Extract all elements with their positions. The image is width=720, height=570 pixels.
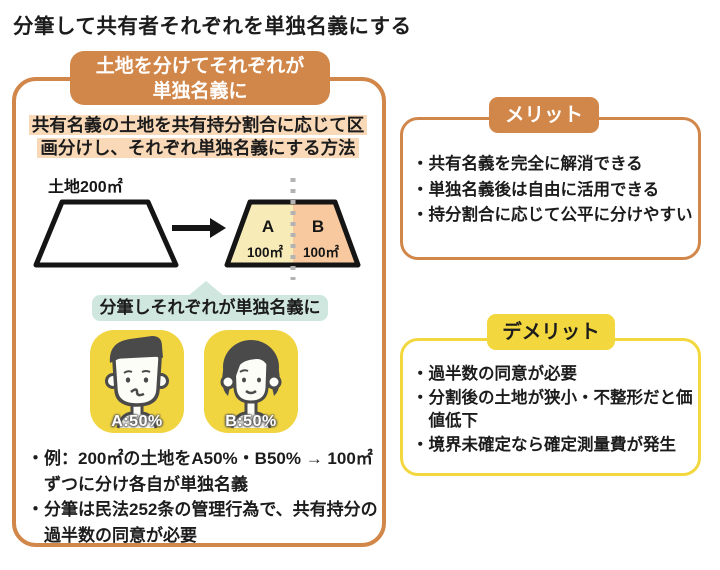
description-line1: 共有名義の土地を共有持分割合に応じて区 — [28, 115, 368, 135]
demerit-list: ・過半数の同意が必要 ・分割後の土地が狭小・不整形だと価値低下 ・境界未確定なら… — [412, 363, 698, 457]
owner-a-card: A:50% — [90, 330, 184, 433]
parcel-a-shape — [227, 202, 293, 265]
note-item: ・例：200㎡の土地をA50%・B50% → 100㎡ずつに分け各自が単独名義 — [27, 449, 373, 494]
land-split-diagram: 土地200㎡ A B 100㎡ 100㎡ — [33, 177, 361, 280]
method-box-header: 土地を分けてそれぞれが 単独名義に — [70, 51, 330, 105]
method-notes: ・例：200㎡の土地をA50%・B50% → 100㎡ずつに分け各自が単独名義 … — [27, 446, 379, 548]
demerit-item: ・境界未確定なら確定測量費が発生 — [412, 435, 676, 454]
parcel-a-name: A — [262, 217, 274, 236]
merit-box-header: メリット — [489, 97, 599, 133]
note-item: ・分筆は民法252条の管理行為で、共有持分の過半数の同意が必要 — [27, 500, 378, 545]
demerit-box-header: デメリット — [487, 314, 615, 350]
arrow-icon — [172, 218, 226, 238]
parcel-b-area: 100㎡ — [303, 244, 340, 260]
method-header-line2: 単独名義に — [152, 81, 248, 102]
woman-face-icon — [220, 340, 282, 429]
split-land-outline — [224, 199, 361, 268]
demerit-item: ・過半数の同意が必要 — [412, 365, 577, 383]
description-line2: 画分けし、それぞれ単独名義にする方法 — [37, 138, 359, 158]
owner-b-share-label: B:50% — [225, 413, 277, 430]
merit-item: ・共有名義を完全に解消できる — [412, 155, 643, 173]
callout-pointer — [188, 281, 224, 296]
merit-item: ・持分割合に応じて公平に分けやすい — [412, 206, 693, 224]
land-area-label: 土地200㎡ — [48, 177, 123, 196]
owner-a-share-label: A:50% — [111, 413, 163, 430]
merit-item: ・単独名義後は自由に活用できる — [412, 180, 660, 199]
whole-land-shape — [33, 199, 179, 268]
man-face-icon — [105, 336, 169, 429]
method-description: 共有名義の土地を共有持分割合に応じて区 画分けし、それぞれ単独名義にする方法 — [16, 114, 380, 160]
merit-list: ・共有名義を完全に解消できる ・単独名義後は自由に活用できる ・持分割合に応じて… — [412, 152, 698, 229]
demerit-box — [400, 338, 701, 476]
demerit-item: ・分割後の土地が狭小・不整形だと価値低下 — [412, 388, 693, 431]
page-title: 分筆して共有者それぞれを単独名義にする — [13, 15, 412, 38]
owner-b-card: B:50% — [204, 330, 298, 433]
callout-label: 分筆しそれぞれが単独名義に — [92, 295, 328, 321]
parcel-b-shape — [293, 202, 358, 265]
parcel-a-area: 100㎡ — [247, 244, 284, 260]
method-header-line1: 土地を分けてそれぞれが — [95, 56, 305, 77]
merit-box — [400, 117, 701, 260]
parcel-b-name: B — [312, 217, 324, 236]
